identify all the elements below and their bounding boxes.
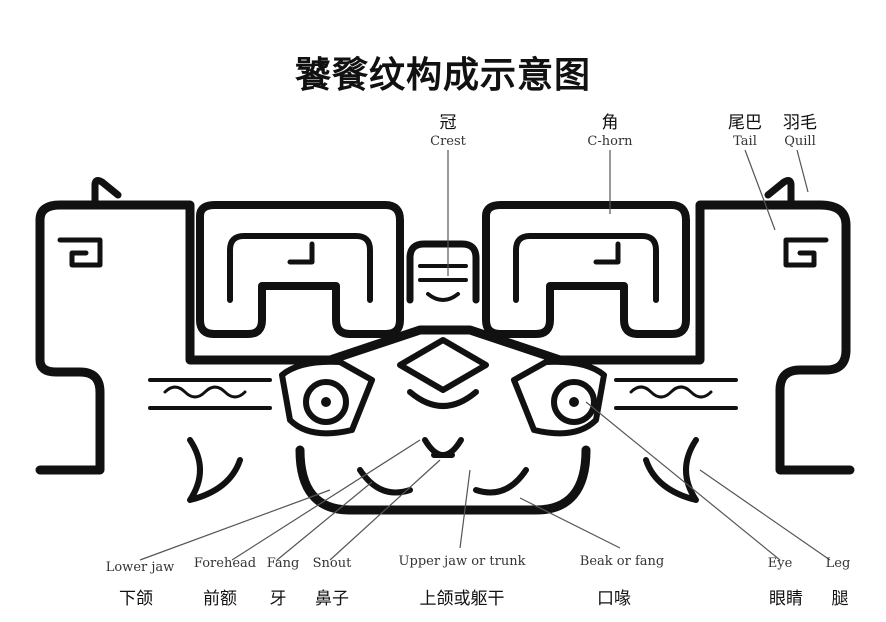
label-snout-zh: 鼻子 bbox=[315, 589, 349, 609]
label-tail-en: Tail bbox=[733, 134, 757, 149]
page-title: 饕餮纹构成示意图 bbox=[294, 55, 591, 96]
right-c-horn-inner bbox=[513, 233, 659, 303]
left-eye-socket bbox=[279, 358, 375, 437]
label-chorn-zh: 角 bbox=[601, 113, 619, 133]
label-chorn-en: C-horn bbox=[587, 134, 633, 149]
label-fang-zh: 牙 bbox=[269, 589, 287, 609]
left-leg bbox=[187, 437, 243, 503]
crest bbox=[406, 240, 480, 304]
right-spiral bbox=[783, 237, 829, 268]
body-outline bbox=[35, 200, 855, 475]
right-eye bbox=[551, 379, 597, 425]
left-spiral bbox=[57, 237, 103, 268]
label-fang-en: Fang bbox=[266, 556, 300, 571]
label-snout-en: Snout bbox=[312, 556, 352, 571]
label-upper-jaw-zh: 上颌或躯干 bbox=[419, 589, 505, 609]
label-leg-zh: 腿 bbox=[831, 589, 849, 609]
label-forehead-zh: 前额 bbox=[203, 589, 237, 609]
label-lower-jaw-zh: 下颌 bbox=[119, 589, 153, 609]
label-crest-en: Crest bbox=[430, 134, 466, 149]
label-eye-zh: 眼睛 bbox=[769, 589, 803, 609]
left-scroll-band bbox=[148, 378, 272, 410]
label-eye-en: Eye bbox=[767, 556, 793, 571]
lower-jaw bbox=[295, 445, 591, 515]
label-crest-zh: 冠 bbox=[439, 113, 457, 133]
forehead-diamond bbox=[397, 337, 489, 393]
left-horn-hook bbox=[287, 241, 315, 265]
right-leg bbox=[643, 437, 699, 503]
label-lower-jaw-en: Lower jaw bbox=[105, 560, 175, 575]
crest-bars bbox=[418, 264, 468, 302]
left-eye bbox=[303, 379, 349, 425]
label-quill-zh: 羽毛 bbox=[783, 113, 817, 133]
left-quill bbox=[91, 177, 122, 209]
label-quill-en: Quill bbox=[784, 134, 816, 149]
right-quill bbox=[764, 177, 795, 209]
right-scroll-band bbox=[614, 378, 738, 410]
left-c-horn bbox=[196, 201, 404, 338]
right-eye-socket bbox=[511, 358, 607, 437]
left-c-horn-inner bbox=[227, 233, 373, 303]
label-forehead-en: Forehead bbox=[193, 556, 257, 571]
label-upper-jaw-en: Upper jaw or trunk bbox=[398, 554, 526, 569]
body-outline-left bbox=[35, 215, 105, 475]
right-c-horn bbox=[482, 201, 690, 338]
label-beak-en: Beak or fang bbox=[579, 554, 665, 569]
right-horn-hook bbox=[593, 241, 621, 265]
label-leg-en: Leg bbox=[825, 556, 851, 571]
right-fang bbox=[473, 467, 529, 496]
snout bbox=[407, 389, 479, 458]
label-beak-zh: 口喙 bbox=[597, 589, 631, 609]
label-tail-zh: 尾巴 bbox=[728, 113, 762, 133]
